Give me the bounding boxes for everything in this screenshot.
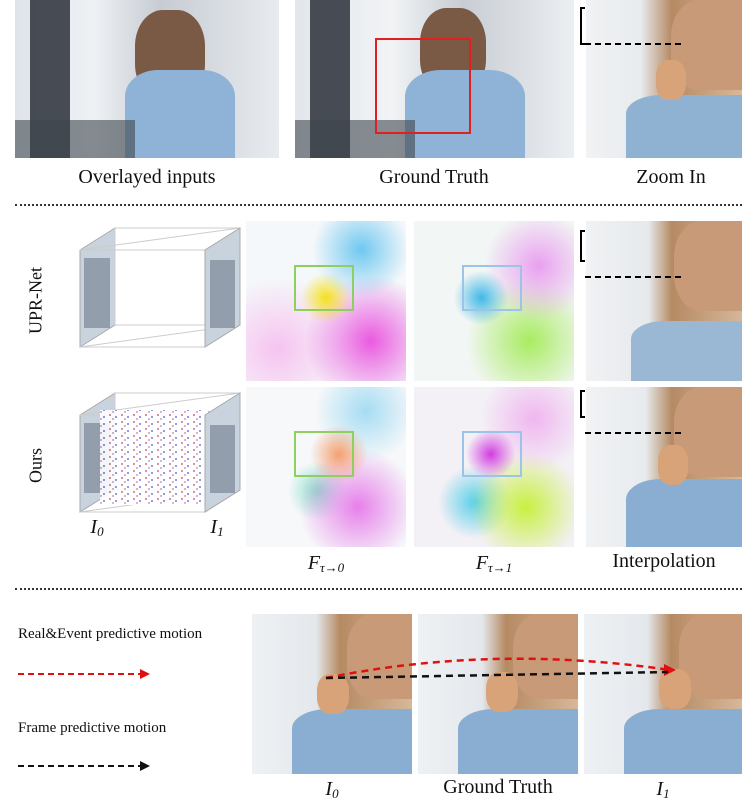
caption-interpolation: Interpolation [612,550,716,572]
flow-box-green [294,431,354,477]
frame-i0 [252,614,412,774]
overlayed-inputs-image [15,0,279,158]
legend-frame-arrow [18,761,150,771]
caption-overlayed-inputs: Overlayed inputs [78,166,216,188]
ours-interpolation [586,387,742,547]
ours-cube [79,392,241,513]
zoom-marker-upr [580,230,685,278]
ground-truth-image [295,0,574,158]
ours-flow-t1 [414,387,574,547]
ours-flow-t0 [246,387,406,547]
zoom-marker-top [580,7,685,45]
flow-box-blue [462,265,522,311]
caption-zoom-in: Zoom In [636,166,706,188]
caption-ground-truth: Ground Truth [379,166,489,188]
separator-bottom [15,588,742,590]
legend-real-event: Real&Event predictive motion [18,626,203,642]
caption-i0: I0 [325,778,339,801]
upr-net-cube [79,227,241,348]
crop-box [375,38,471,134]
row-label-ours: Ours [25,448,46,483]
upr-net-flow-t0 [246,221,406,381]
upr-net-interpolation [586,221,742,381]
legend-real-event-arrow [18,669,150,679]
zoom-marker-ours [580,390,685,434]
cube-label-i0: I0 [90,516,104,539]
upr-net-flow-t1 [414,221,574,381]
frame-i1 [584,614,742,774]
caption-ground-truth-bottom: Ground Truth [443,776,553,798]
cube-label-i1: I1 [210,516,224,539]
row-label-upr-net: UPR-Net [25,267,46,334]
caption-flow-t0: Fτ→0 [307,552,345,575]
motion-arrows [325,657,676,680]
flow-box-green [294,265,354,311]
frame-ground-truth [418,614,578,774]
legend-frame: Frame predictive motion [18,720,167,736]
caption-i1: I1 [656,778,670,801]
zoom-in-image [586,0,742,158]
separator-top [15,204,742,206]
flow-box-blue [462,431,522,477]
caption-flow-t1: Fτ→1 [475,552,513,575]
